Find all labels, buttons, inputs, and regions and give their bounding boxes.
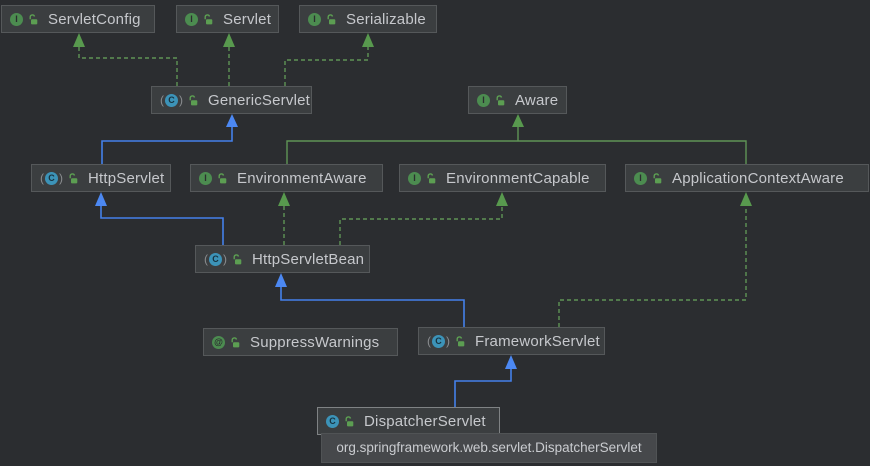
- interface-icon: I: [199, 171, 212, 185]
- unlock-icon: [427, 172, 436, 183]
- arrowhead-aware: [512, 114, 524, 127]
- unlock-icon: [653, 172, 662, 183]
- edge-aware-bus: [286, 140, 747, 164]
- edge-genericservlet-servletconfig: [78, 47, 178, 86]
- edge-httpservletbean-environmentcapable: [339, 206, 503, 245]
- node-label: HttpServlet: [88, 169, 165, 187]
- edge-frameworkservlet-applicationcontextaware: [558, 206, 747, 327]
- uml-node-aware[interactable]: I Aware: [468, 86, 567, 114]
- unlock-icon: [345, 415, 354, 426]
- edge-dispatcherservlet-frameworkservlet: [454, 369, 512, 407]
- interface-icon: I: [185, 12, 198, 26]
- uml-node-frameworkservlet[interactable]: C FrameworkServlet: [418, 327, 605, 355]
- uml-node-genericservlet[interactable]: C GenericServlet: [151, 86, 312, 114]
- uml-node-applicationcontextaware[interactable]: I ApplicationContextAware: [625, 164, 869, 192]
- unlock-icon: [69, 172, 78, 183]
- node-label: EnvironmentCapable: [446, 169, 590, 187]
- qualified-name-tooltip: org.springframework.web.servlet.Dispatch…: [321, 433, 657, 463]
- uml-node-httpservletbean[interactable]: C HttpServletBean: [195, 245, 370, 273]
- abstract-class-icon: C: [40, 171, 63, 185]
- unlock-icon: [231, 336, 240, 347]
- uml-node-servletconfig[interactable]: I ServletConfig: [1, 5, 155, 33]
- interface-icon: I: [308, 12, 321, 26]
- arrowhead-genericservlet: [226, 114, 238, 127]
- unlock-icon: [218, 172, 227, 183]
- arrowhead-environmentcapable: [496, 192, 508, 206]
- abstract-class-icon: C: [160, 93, 183, 107]
- interface-icon: I: [408, 171, 421, 185]
- node-label: GenericServlet: [208, 91, 311, 109]
- uml-node-environmentcapable[interactable]: I EnvironmentCapable: [399, 164, 606, 192]
- unlock-icon: [233, 253, 242, 264]
- node-label: ApplicationContextAware: [672, 169, 844, 187]
- arrowhead-applicationcontextaware: [740, 192, 752, 206]
- uml-node-serializable[interactable]: I Serializable: [299, 5, 437, 33]
- node-label: ServletConfig: [48, 10, 141, 28]
- arrowhead-frameworkservlet: [505, 355, 517, 369]
- abstract-class-icon: C: [427, 334, 450, 348]
- edge-httpservlet-genericservlet: [101, 127, 233, 164]
- annotation-icon: @: [212, 335, 225, 349]
- unlock-icon: [496, 94, 505, 105]
- arrowhead-environmentaware: [278, 192, 290, 206]
- node-label: FrameworkServlet: [475, 332, 600, 350]
- arrowhead-servletconfig: [73, 33, 85, 47]
- arrowhead-servlet: [223, 33, 235, 47]
- unlock-icon: [29, 13, 38, 24]
- uml-node-servlet[interactable]: I Servlet: [176, 5, 279, 33]
- interface-icon: I: [10, 12, 23, 26]
- arrowhead-httpservletbean: [275, 273, 287, 287]
- arrowhead-httpservlet: [95, 192, 107, 206]
- interface-icon: I: [477, 93, 490, 107]
- node-label: Servlet: [223, 10, 272, 28]
- edge-httpservletbean-httpservlet: [100, 206, 224, 245]
- abstract-class-icon: C: [204, 252, 227, 266]
- arrowhead-serializable: [362, 33, 374, 47]
- uml-node-suppresswarnings[interactable]: @ SuppressWarnings: [203, 328, 398, 356]
- unlock-icon: [327, 13, 336, 24]
- node-label: DispatcherServlet: [364, 412, 486, 430]
- edge-frameworkservlet-httpservletbean: [280, 287, 465, 327]
- uml-node-httpservlet[interactable]: C HttpServlet: [31, 164, 171, 192]
- edge-genericservlet-serializable: [284, 47, 369, 86]
- unlock-icon: [204, 13, 213, 24]
- uml-node-dispatcherservlet[interactable]: C DispatcherServlet: [317, 407, 500, 435]
- unlock-icon: [189, 94, 198, 105]
- interface-icon: I: [634, 171, 647, 185]
- node-label: Serializable: [346, 10, 426, 28]
- node-label: Aware: [515, 91, 559, 109]
- node-label: SuppressWarnings: [250, 333, 380, 351]
- node-label: HttpServletBean: [252, 250, 365, 268]
- unlock-icon: [456, 335, 465, 346]
- node-label: EnvironmentAware: [237, 169, 367, 187]
- class-icon: C: [326, 414, 339, 428]
- uml-node-environmentaware[interactable]: I EnvironmentAware: [190, 164, 383, 192]
